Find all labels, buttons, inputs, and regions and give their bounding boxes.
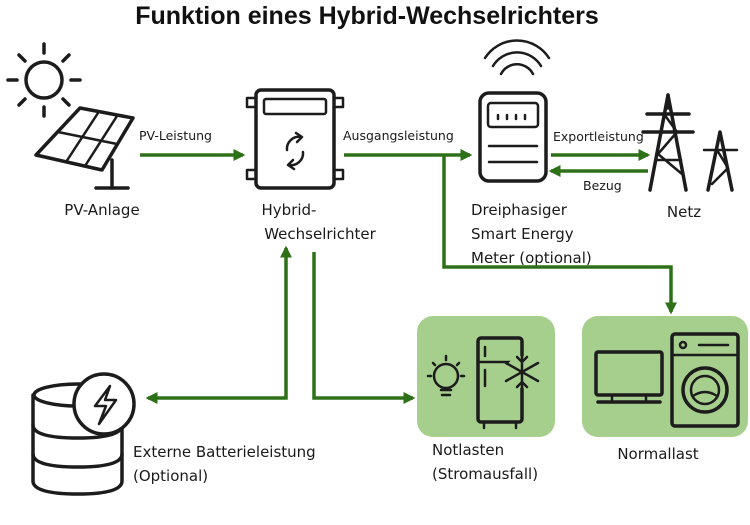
backup-label-line1: Notlasten bbox=[432, 441, 504, 459]
battery-icon bbox=[31, 372, 136, 496]
normal-load-label: Normallast bbox=[617, 445, 698, 463]
tv-washing-machine-icon bbox=[594, 332, 740, 428]
arrow-to-backup-loads bbox=[312, 252, 416, 404]
meter-label-line3: Meter (optional) bbox=[471, 249, 592, 267]
smart-meter-icon bbox=[478, 39, 551, 183]
output-power-label: Ausgangsleistung bbox=[343, 128, 454, 143]
inverter-icon bbox=[245, 88, 345, 190]
arrow-battery-inverter bbox=[145, 245, 292, 404]
fridge-lightbulb-icon bbox=[426, 336, 540, 430]
pv-power-label: PV-Leistung bbox=[139, 128, 212, 143]
grid-label: Netz bbox=[667, 203, 701, 221]
backup-label-line2: (Stromausfall) bbox=[432, 465, 538, 483]
sun-icon bbox=[6, 42, 82, 118]
power-tower-icon bbox=[641, 93, 739, 192]
arrow-to-normal-load bbox=[442, 155, 677, 315]
meter-label-line2: Smart Energy bbox=[471, 225, 574, 243]
export-power-label: Exportleistung bbox=[553, 129, 644, 144]
pv-label: PV-Anlage bbox=[64, 201, 139, 219]
inverter-label-line2: Wechselrichter bbox=[264, 225, 376, 243]
meter-label-line1: Dreiphasiger bbox=[471, 201, 568, 219]
battery-label-line1: Externe Batterieleistung bbox=[133, 443, 316, 461]
battery-label-line2: (Optional) bbox=[133, 467, 208, 485]
diagram-title: Funktion eines Hybrid-Wechselrichters bbox=[135, 2, 599, 30]
import-label: Bezug bbox=[583, 178, 622, 193]
solar-panel-icon bbox=[34, 106, 135, 190]
inverter-label-line1: Hybrid- bbox=[262, 201, 317, 219]
